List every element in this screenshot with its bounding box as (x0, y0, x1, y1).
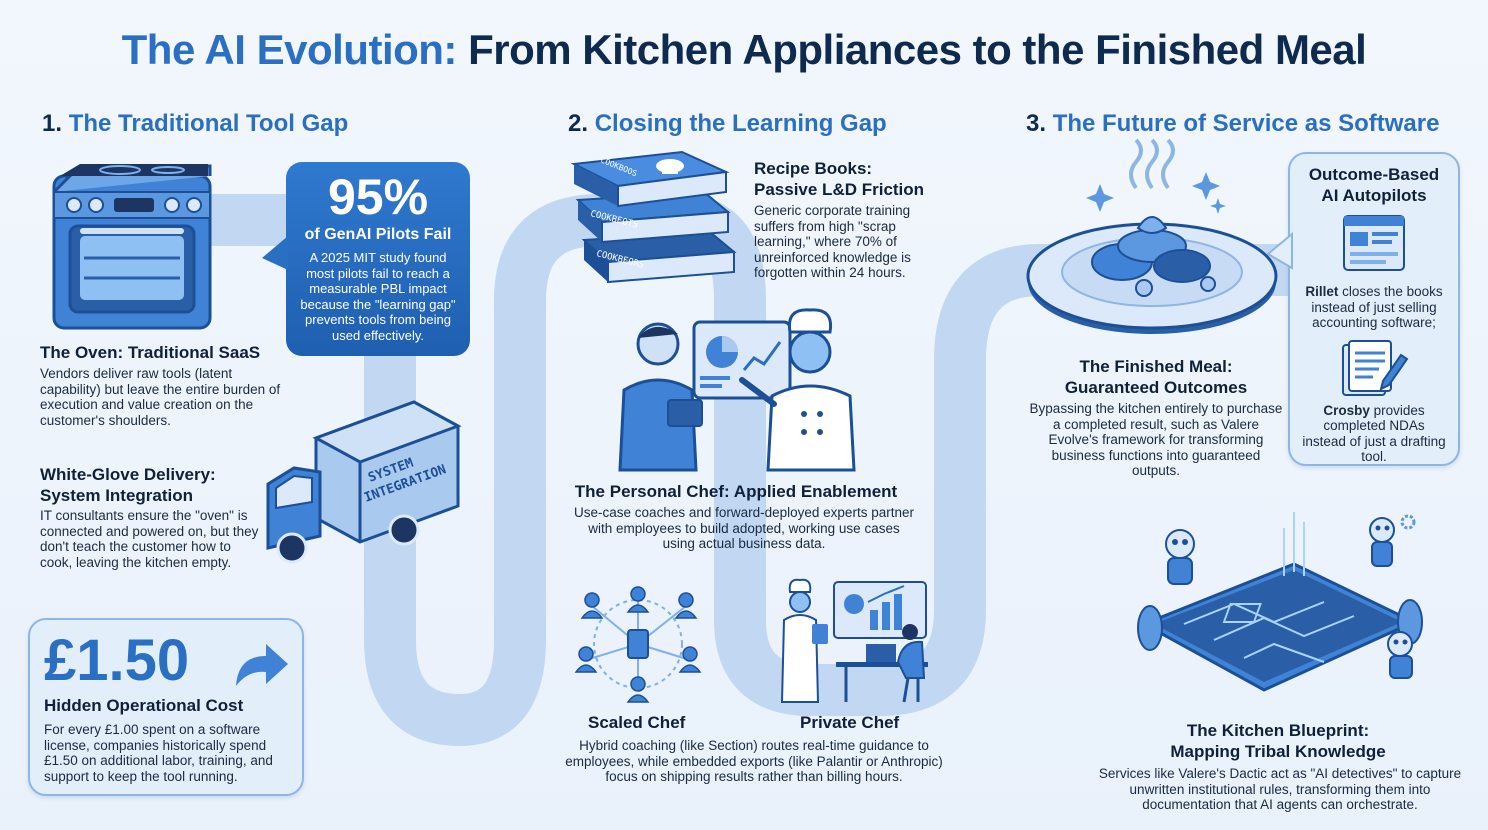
cost-value: £1.50 (44, 628, 190, 693)
page-title: The AI Evolution: From Kitchen Appliance… (121, 26, 1367, 73)
dashboard-icon (1343, 215, 1405, 271)
personal-chef-body: Use-case coaches and forward-deployed ex… (574, 505, 914, 551)
section-3-title: 3. The Future of Service as Software (1026, 110, 1440, 137)
private-chef-heading: Private Chef (800, 713, 900, 732)
scaled-chef-network-icon (574, 586, 702, 703)
chefs-body: Hybrid coaching (like Section) routes re… (565, 738, 943, 784)
section-2-title: 2. Closing the Learning Gap (568, 110, 887, 137)
personal-chef-illustration (618, 308, 856, 472)
rillet-text: Rillet closes the books instead of just … (1305, 284, 1443, 330)
autopilots-card: Outcome-Based AI Autopilots Rillet close… (1266, 152, 1460, 466)
callout-pointer (1266, 231, 1293, 270)
crosby-text: Crosby provides completed NDAs instead o… (1302, 402, 1446, 465)
recipe-books-icon: COOKBEORS COOKBEOTS COOKBOOS (570, 150, 737, 284)
stat-95-card: 95% of GenAI Pilots Fail A 2025 MIT stud… (262, 162, 470, 356)
oven-body: Vendors deliver raw tools (latent capabi… (40, 366, 281, 428)
section-1-title: 1. The Traditional Tool Gap (42, 110, 349, 137)
oven-heading: The Oven: Traditional SaaS (40, 343, 261, 362)
delivery-heading: White-Glove Delivery: System Integration (40, 465, 216, 505)
finished-meal-icon (1026, 138, 1278, 334)
delivery-truck-icon: SYSTEM INTEGRATION (266, 400, 462, 564)
recipe-body: Generic corporate training suffers from … (754, 203, 911, 280)
delivery-body: IT consultants ensure the "oven" is conn… (40, 508, 259, 570)
document-pen-icon (1342, 339, 1409, 396)
recipe-heading: Recipe Books: Passive L&D Friction (754, 159, 925, 199)
callout-pointer (262, 236, 288, 270)
meal-heading: The Finished Meal: Guaranteed Outcomes (1064, 357, 1248, 397)
oven-icon (52, 164, 212, 330)
stat-95-label: of GenAI Pilots Fail (304, 226, 452, 243)
blueprint-robots-illustration (1137, 512, 1423, 692)
stat-95-value: 95% (327, 169, 429, 225)
blueprint-body: Services like Valere's Dactic act as "AI… (1098, 766, 1462, 812)
hidden-cost-card: £1.50 Hidden Operational Cost For every … (28, 618, 304, 796)
cost-heading: Hidden Operational Cost (44, 696, 244, 715)
autopilots-heading: Outcome-Based AI Autopilots (1308, 165, 1440, 205)
private-chef-icon (780, 578, 928, 703)
blueprint-heading: The Kitchen Blueprint: Mapping Tribal Kn… (1170, 721, 1386, 761)
arrow-curve-icon (236, 644, 288, 686)
personal-chef-heading: The Personal Chef: Applied Enablement (574, 482, 898, 501)
cost-body: For every £1.00 spent on a software lice… (44, 722, 273, 784)
meal-body: Bypassing the kitchen entirely to purcha… (1029, 401, 1283, 478)
scaled-chef-heading: Scaled Chef (588, 713, 686, 732)
stat-95-body: A 2025 MIT study found most pilots fail … (300, 250, 456, 343)
